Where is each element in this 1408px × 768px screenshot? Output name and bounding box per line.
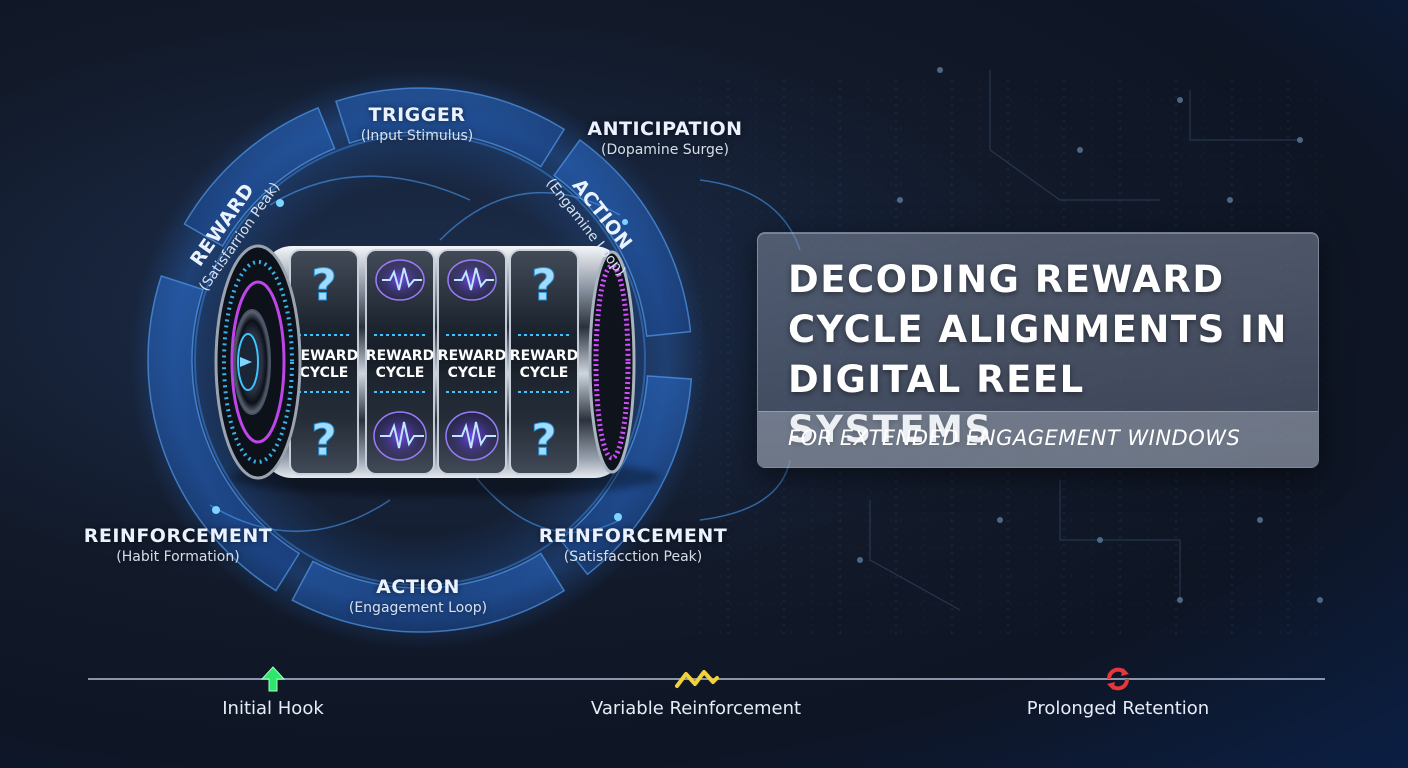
- anticipation-title: ANTICIPATION: [587, 118, 743, 140]
- timeline-label-variable-reinforcement: Variable Reinforcement: [590, 698, 802, 719]
- title-line-3: DIGITAL REEL SYSTEMS: [788, 358, 1085, 451]
- label-reinforcement-left: REINFORCEMENT (Habit Formation): [68, 525, 288, 565]
- reel-question-mark: ?: [531, 415, 557, 466]
- reel-question-mark: ?: [531, 260, 557, 311]
- reel-panel-line1: REWARD: [510, 348, 578, 364]
- timeline-label-prolonged-retention: Prolonged Retention: [1026, 698, 1210, 719]
- subtitle-band: FOR EXTENDED ENGAGEMENT WINDOWS: [758, 411, 1318, 467]
- cycle-segment-1: [335, 87, 566, 168]
- label-action-lower: ACTION (Engagement Loop): [308, 576, 528, 616]
- glow-dots: [212, 199, 628, 521]
- title-line-2: CYCLE ALIGNMENTS IN: [788, 308, 1288, 351]
- cycle-arrows-icon: [1107, 667, 1129, 691]
- up-arrow-icon: [260, 666, 286, 692]
- cycle-segment-5: [147, 275, 301, 592]
- panel-subtitle: FOR EXTENDED ENGAGEMENT WINDOWS: [788, 426, 1241, 450]
- reinforcement-left-title: REINFORCEMENT: [83, 525, 273, 547]
- reel-panel-line2: CYCLE: [300, 365, 349, 381]
- label-anticipation: ANTICIPATION (Dopamine Surge): [555, 118, 775, 158]
- trigger-sub: (Input Stimulus): [360, 128, 474, 144]
- reel-panel-line2: CYCLE: [376, 365, 425, 381]
- reinforcement-right-title: REINFORCEMENT: [538, 525, 728, 547]
- cycle-segment-4: [291, 552, 566, 633]
- title-line-1: DECODING REWARD: [788, 258, 1225, 301]
- reel-question-mark: ?: [311, 260, 337, 311]
- reel-panel-line1: REWARD: [290, 348, 358, 364]
- anticipation-sub: (Dopamine Surge): [601, 142, 729, 158]
- reel-panel-line2: CYCLE: [448, 365, 497, 381]
- reel-wave-icon: [447, 259, 497, 301]
- zigzag-icon: [675, 670, 719, 688]
- action-lower-sub: (Engagement Loop): [348, 600, 488, 616]
- trigger-title: TRIGGER: [368, 104, 466, 126]
- slot-reel-cylinder: ?REWARDCYCLE?REWARDCYCLEREWARDCYCLE?REWA…: [214, 244, 660, 497]
- reel-panel-line1: REWARD: [438, 348, 506, 364]
- reel-wave-icon: [445, 411, 499, 461]
- timeline-label-initial-hook: Initial Hook: [222, 698, 324, 719]
- label-trigger: TRIGGER (Input Stimulus): [307, 104, 527, 144]
- title-panel: DECODING REWARD CYCLE ALIGNMENTS IN DIGI…: [757, 232, 1319, 468]
- panel-title: DECODING REWARD CYCLE ALIGNMENTS IN DIGI…: [788, 255, 1298, 455]
- inner-ring: [194, 134, 646, 586]
- cycle-segment-2: [552, 138, 692, 337]
- cycle-segment-0: [183, 106, 336, 248]
- reel-panel-line2: CYCLE: [520, 365, 569, 381]
- reel-question-mark: ?: [311, 415, 337, 466]
- action-lower-title: ACTION: [376, 576, 460, 598]
- reel-wave-icon: [373, 411, 427, 461]
- reel-wave-icon: [375, 259, 425, 301]
- label-reinforcement-right: REINFORCEMENT (Satisfacction Peak): [523, 525, 743, 565]
- reinforcement-left-sub: (Habit Formation): [116, 549, 240, 565]
- reel-panel-line1: REWARD: [366, 348, 434, 364]
- reinforcement-right-sub: (Satisfacction Peak): [563, 549, 703, 565]
